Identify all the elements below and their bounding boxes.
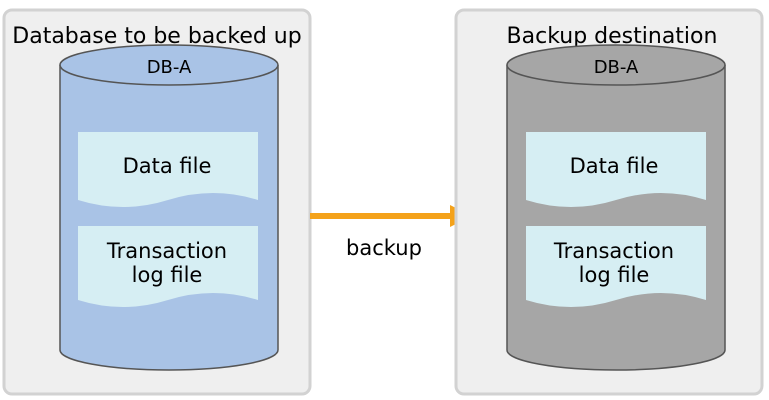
source-data-file-document xyxy=(78,132,258,207)
source-data-file-label: Data file xyxy=(123,154,212,178)
source-cylinder xyxy=(59,44,279,371)
backup-arrow xyxy=(310,205,472,227)
backup-arrow-label: backup xyxy=(346,236,422,260)
source-log-file-label-2: log file xyxy=(132,263,203,287)
dest-log-file-label-2: log file xyxy=(579,263,650,287)
source-log-file-document xyxy=(78,226,258,307)
source-db-name: DB-A xyxy=(147,57,192,78)
source-panel: Database to be backed up DB-A Data file … xyxy=(2,8,312,396)
dest-log-file-document xyxy=(526,226,706,307)
dest-panel: Backup destination DB-A Data file Transa… xyxy=(454,8,764,396)
dest-db-name: DB-A xyxy=(594,57,639,78)
dest-cylinder xyxy=(506,44,726,371)
dest-data-file-document xyxy=(526,132,706,207)
dest-log-file-label-1: Transaction xyxy=(553,239,674,263)
source-log-file-label-1: Transaction xyxy=(106,239,227,263)
dest-data-file-label: Data file xyxy=(570,154,659,178)
